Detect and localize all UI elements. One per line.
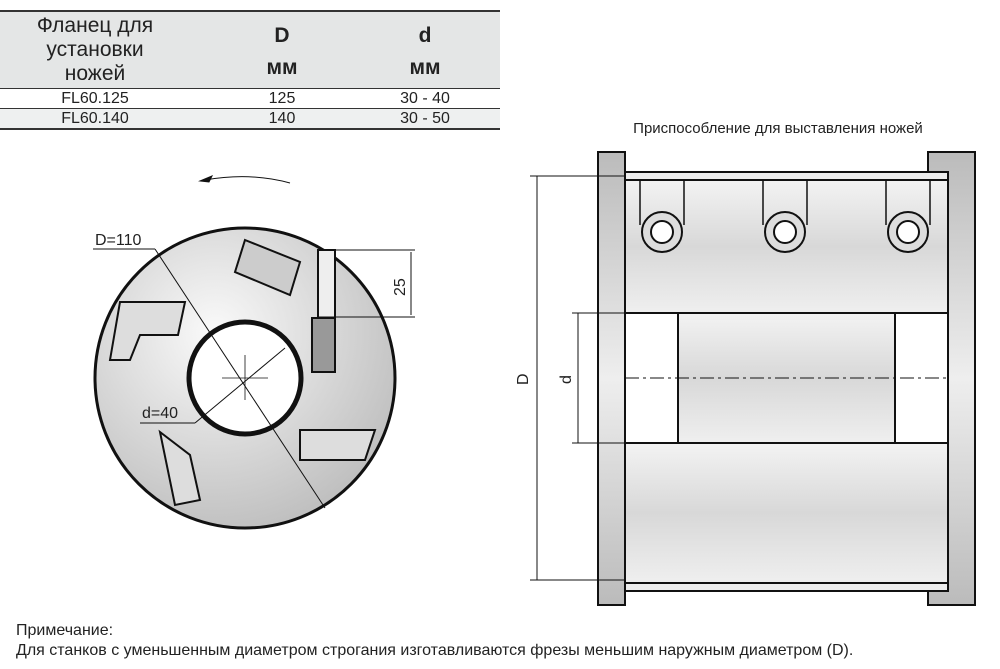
knife-slot [108, 301, 187, 361]
header-line: ножей [64, 62, 126, 85]
cell: FL60.125 [61, 90, 129, 107]
table-row: FL60.125 125 30 - 40 [0, 89, 500, 109]
knife-slot [299, 429, 377, 461]
header-line: d [418, 24, 432, 47]
D-label: D=110 [95, 232, 142, 249]
header-unit: мм [266, 56, 298, 79]
d-dim-label: d [558, 375, 575, 384]
D-dim-label: D [515, 373, 532, 385]
knife-setting-fixture-drawing [530, 151, 976, 606]
header-line: D [274, 24, 290, 47]
cell: 30 - 50 [400, 110, 450, 127]
cell: 125 [268, 90, 296, 107]
knife-slot [158, 429, 202, 507]
fixture-title: Приспособление для выставления ножей [633, 120, 923, 137]
d-label: d=40 [142, 405, 178, 422]
header-d: d мм [370, 20, 480, 84]
header-line: Фланец для [36, 14, 154, 37]
cutter-head-drawing [93, 175, 415, 530]
knife [317, 249, 336, 319]
note-text: Для станков с уменьшенным диаметром стро… [16, 642, 854, 659]
rotation-arrow [204, 176, 291, 184]
cell: 140 [268, 110, 296, 127]
cell: 30 - 40 [400, 90, 450, 107]
note-title: Примечание: [16, 622, 114, 639]
header-line: установки [46, 38, 144, 61]
header-unit: мм [409, 56, 441, 79]
header-flange: Фланец для установки ножей [0, 14, 190, 86]
table-row: FL60.140 140 30 - 50 [0, 109, 500, 130]
spring [311, 317, 336, 373]
wedge-screw [233, 238, 302, 297]
dim-25-label: 25 [392, 278, 409, 296]
cell: FL60.140 [61, 110, 129, 127]
